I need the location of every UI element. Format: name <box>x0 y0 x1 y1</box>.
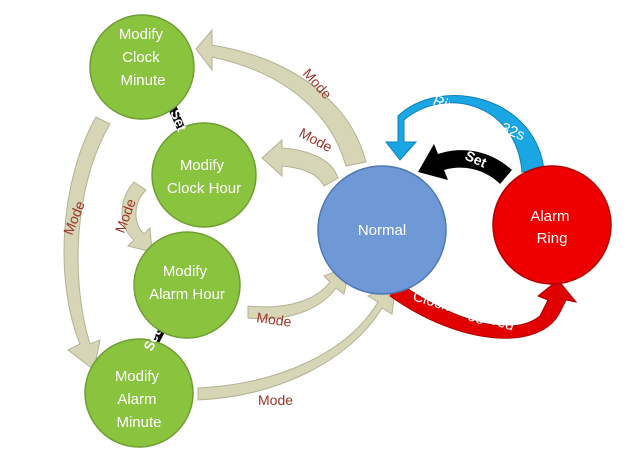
node-normal[interactable] <box>317 165 447 295</box>
mode-label-alarm-hour: Mode <box>256 309 293 330</box>
mode-label-bottom: Mode <box>258 392 293 408</box>
node-modify-alarm-hour[interactable] <box>133 231 241 339</box>
node-modify-clock-minute[interactable] <box>89 14 195 120</box>
mode-arrow-normal-to-clock-minute <box>195 28 367 167</box>
ringed-arrow <box>384 95 545 173</box>
node-alarm-ring[interactable] <box>492 165 612 285</box>
node-labels: Modify Clock Minute Modify Clock Hour Mo… <box>115 26 573 431</box>
triggered-arrow <box>389 279 578 339</box>
set-label-clock: Set <box>167 107 190 134</box>
clock-hour-label: Modify Clock Hour <box>167 157 241 197</box>
mode-arrow-clock-minute-to-alarm-minute <box>63 116 111 371</box>
alarm-ring-label: Alarm Ring <box>530 208 573 247</box>
node-modify-clock-hour[interactable] <box>151 122 257 228</box>
alarm-hour-label: Modify Alarm Hour <box>149 263 225 303</box>
node-modify-alarm-minute[interactable] <box>84 338 194 448</box>
mode-arrow-normal-to-clock-hour <box>261 138 339 187</box>
nodes <box>84 14 612 448</box>
set-arrow-alarm-ring-to-normal <box>418 144 512 184</box>
clock-minute-label: Modify Clock Minute <box>119 26 167 89</box>
alarm-minute-label: Modify Alarm Minute <box>115 368 163 431</box>
normal-label: Normal <box>358 222 406 239</box>
mode-label-left: Mode <box>60 198 88 237</box>
